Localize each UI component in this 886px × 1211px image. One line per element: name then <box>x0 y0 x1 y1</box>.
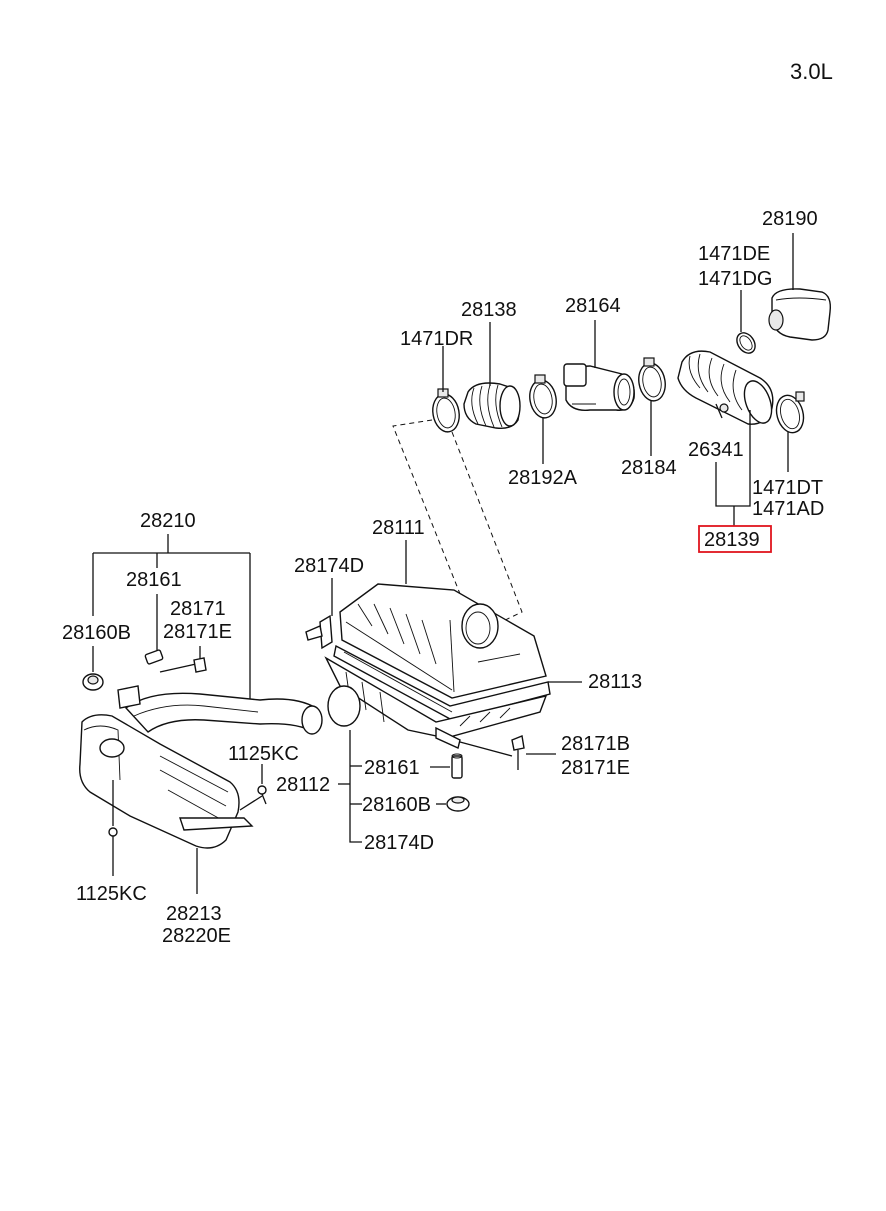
bolt-28171B-part[interactable] <box>511 735 525 770</box>
label-28171E-right[interactable]: 28171E <box>561 757 630 779</box>
bolt-1125KC-mid-part[interactable] <box>257 785 267 805</box>
label-26341[interactable]: 26341 <box>688 439 744 461</box>
label-1471DT[interactable]: 1471DT <box>752 477 823 499</box>
assembly-line-left <box>392 419 489 665</box>
bellows-hose-part[interactable] <box>463 382 521 430</box>
label-28220E[interactable]: 28220E <box>162 925 231 947</box>
label-1125KC-bottom[interactable]: 1125KC <box>76 883 147 905</box>
air-flow-sensor-part[interactable] <box>563 363 635 411</box>
bolt-28171-part[interactable] <box>159 657 207 673</box>
hose-clamp-28192A-part[interactable] <box>527 374 559 420</box>
label-1471DE[interactable]: 1471DE <box>698 243 770 265</box>
highlight-box-28139 <box>698 525 772 553</box>
label-1471DR[interactable]: 1471DR <box>400 328 473 350</box>
label-28171B[interactable]: 28171B <box>561 733 630 755</box>
label-28184[interactable]: 28184 <box>621 457 677 479</box>
label-28138[interactable]: 28138 <box>461 299 517 321</box>
label-28171[interactable]: 28171 <box>170 598 226 620</box>
label-1125KC-mid[interactable]: 1125KC <box>228 743 299 765</box>
label-1471AD[interactable]: 1471AD <box>752 498 824 520</box>
bracket-28174D-top-part[interactable] <box>305 614 333 650</box>
label-28190[interactable]: 28190 <box>762 208 818 230</box>
hose-clamp-1471DR-part[interactable] <box>430 388 462 434</box>
hose-clamp-lower-part[interactable] <box>773 391 808 436</box>
air-filter-element-part[interactable] <box>333 644 551 721</box>
label-28112[interactable]: 28112 <box>276 774 330 796</box>
label-28161-bottom[interactable]: 28161 <box>364 757 420 779</box>
label-28192A[interactable]: 28192A <box>508 467 578 489</box>
intake-hose-part[interactable] <box>677 350 777 427</box>
label-28171E-left[interactable]: 28171E <box>163 621 232 643</box>
label-28139[interactable]: 28139 <box>704 529 760 551</box>
air-cleaner-cover-part[interactable] <box>339 583 547 699</box>
label-28210[interactable]: 28210 <box>140 510 196 532</box>
hose-clamp-upper-part[interactable] <box>733 329 759 356</box>
label-1471DG[interactable]: 1471DG <box>698 268 773 290</box>
grommet-28161-top-part[interactable] <box>144 649 164 665</box>
grommet-28161-bottom-part[interactable] <box>451 753 463 779</box>
intake-duct-28210-part[interactable] <box>117 685 323 735</box>
label-28113[interactable]: 28113 <box>588 671 642 693</box>
label-28174D-top[interactable]: 28174D <box>294 555 364 577</box>
insulator-28160B-bottom-part[interactable] <box>446 796 470 812</box>
air-cleaner-lower-case-part[interactable] <box>324 656 548 749</box>
label-28164[interactable]: 28164 <box>565 295 621 317</box>
hose-clamp-28184-part[interactable] <box>636 357 668 403</box>
label-28174D-bottom[interactable]: 28174D <box>364 832 434 854</box>
insulator-28160B-left-part[interactable] <box>82 673 104 691</box>
resonator-cap-part[interactable] <box>768 288 832 341</box>
label-28111[interactable]: 28111 <box>372 517 425 539</box>
engine-label: 3.0L <box>790 59 833 84</box>
label-28213[interactable]: 28213 <box>166 903 222 925</box>
label-28160B-left[interactable]: 28160B <box>62 622 131 644</box>
resonator-28213-part[interactable] <box>79 714 254 849</box>
label-28161-top[interactable]: 28161 <box>126 569 182 591</box>
label-28160B-bottom[interactable]: 28160B <box>362 794 431 816</box>
bolt-1125KC-bottom-part[interactable] <box>108 827 118 846</box>
